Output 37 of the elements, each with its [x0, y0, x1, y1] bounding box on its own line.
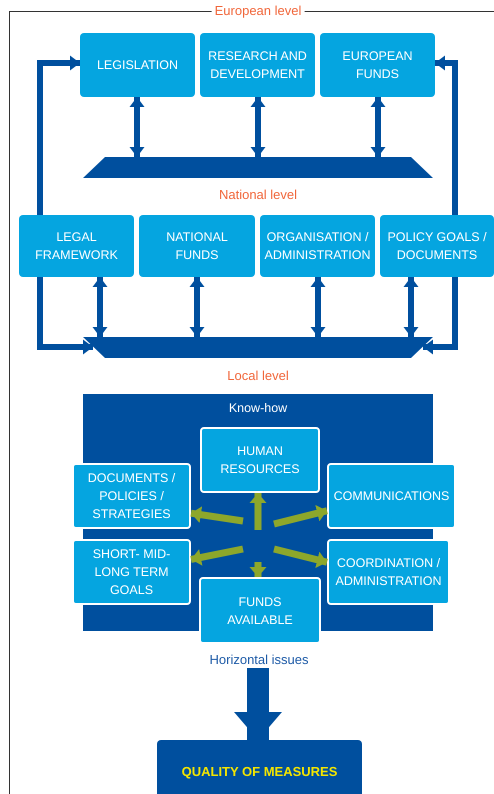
arrow — [37, 277, 93, 354]
arrow — [190, 546, 244, 566]
trapezoid-bar — [83, 157, 433, 178]
arrow — [250, 493, 266, 530]
arrow — [92, 277, 108, 337]
arrow — [370, 97, 386, 157]
arrow — [310, 277, 326, 337]
topic-box: EUROPEAN FUNDS — [320, 33, 435, 97]
topic-box: SHORT- MID-LONG TERM GOALS — [72, 539, 191, 605]
topic-box: LEGISLATION — [80, 33, 195, 97]
arrow — [273, 546, 328, 568]
trapezoid-bar — [83, 337, 433, 358]
topic-box: HUMAN RESOURCES — [200, 427, 320, 493]
arrow — [130, 97, 144, 157]
topic-box: ORGANISATION / ADMINISTRATION — [260, 215, 375, 277]
result-box: QUALITY OF MEASURES — [157, 740, 362, 794]
arrow — [234, 668, 282, 740]
arrow — [435, 56, 458, 215]
arrow — [250, 97, 266, 157]
topic-box: LEGAL FRAMEWORK — [19, 215, 134, 277]
arrow — [273, 504, 328, 528]
arrow — [190, 277, 204, 337]
panel-heading: Know-how — [228, 401, 288, 415]
arrow — [404, 277, 418, 337]
level-label: European level — [212, 3, 304, 18]
topic-box: POLICY GOALS / DOCUMENTS — [380, 215, 494, 277]
topic-box: FUNDS AVAILABLE — [199, 577, 321, 644]
arrow — [250, 562, 266, 577]
section-caption: Horizontal issues — [196, 650, 322, 668]
arrow — [37, 56, 80, 215]
arrow — [423, 277, 458, 354]
topic-box: COORDINATION / ADMINISTRATION — [327, 539, 450, 605]
arrow — [190, 506, 244, 524]
topic-box: DOCUMENTS / POLICIES / STRATEGIES — [72, 463, 191, 529]
topic-box: NATIONAL FUNDS — [139, 215, 255, 277]
topic-box: COMMUNICATIONS — [327, 463, 456, 529]
topic-box: RESEARCH AND DEVELOPMENT — [200, 33, 315, 97]
